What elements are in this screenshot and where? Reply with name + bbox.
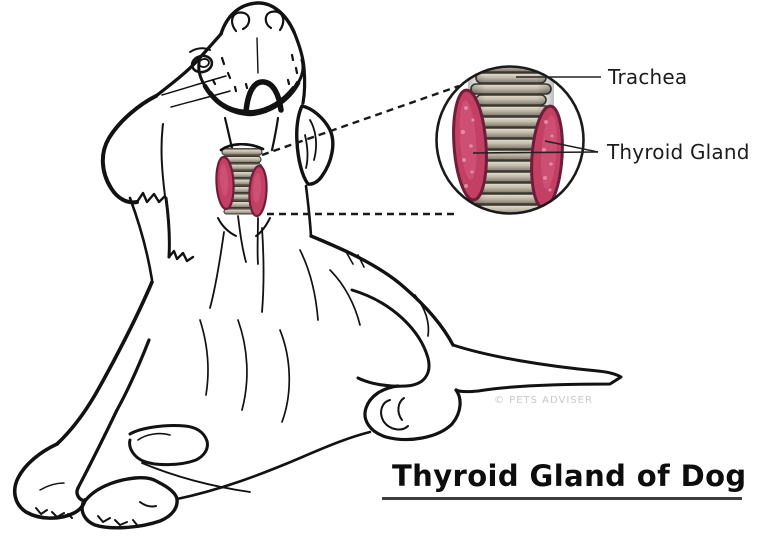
dog-hindquarters <box>175 234 623 501</box>
inset-magnified-view <box>435 65 585 215</box>
dog-illustration <box>12 1 623 530</box>
dog-hind-paw <box>363 384 462 442</box>
dog-elbow-fold <box>128 424 209 467</box>
dog-open-mouth <box>197 58 305 152</box>
thyroid-leader-line-right <box>544 140 599 153</box>
thyroid-gland-label: Thyroid Gland <box>607 140 750 164</box>
diagram-title: Thyroid Gland of Dog <box>392 459 747 493</box>
title-underline <box>382 497 742 500</box>
throat-trachea-mini <box>215 143 268 218</box>
dog-tail <box>451 343 623 394</box>
inset-circle-outline <box>435 65 585 215</box>
dog-front-legs <box>12 280 251 530</box>
trachea-label: Trachea <box>608 65 688 89</box>
dog-chest <box>199 227 365 423</box>
zoom-dashed-line-upper <box>261 84 460 157</box>
dog-front-paw-left <box>12 442 87 520</box>
dog-right-ear <box>295 104 335 186</box>
thyroid-leader-line-left <box>472 151 599 154</box>
diagram-title-block: Thyroid Gland of Dog <box>382 459 747 500</box>
dog-left-ear <box>100 94 167 205</box>
dog-belly-line <box>175 430 372 501</box>
dog-head <box>100 1 335 205</box>
inset-thyroid-left <box>452 88 488 202</box>
dog-front-paw-right <box>75 475 179 530</box>
watermark: © PETS ADVISER <box>494 395 593 406</box>
